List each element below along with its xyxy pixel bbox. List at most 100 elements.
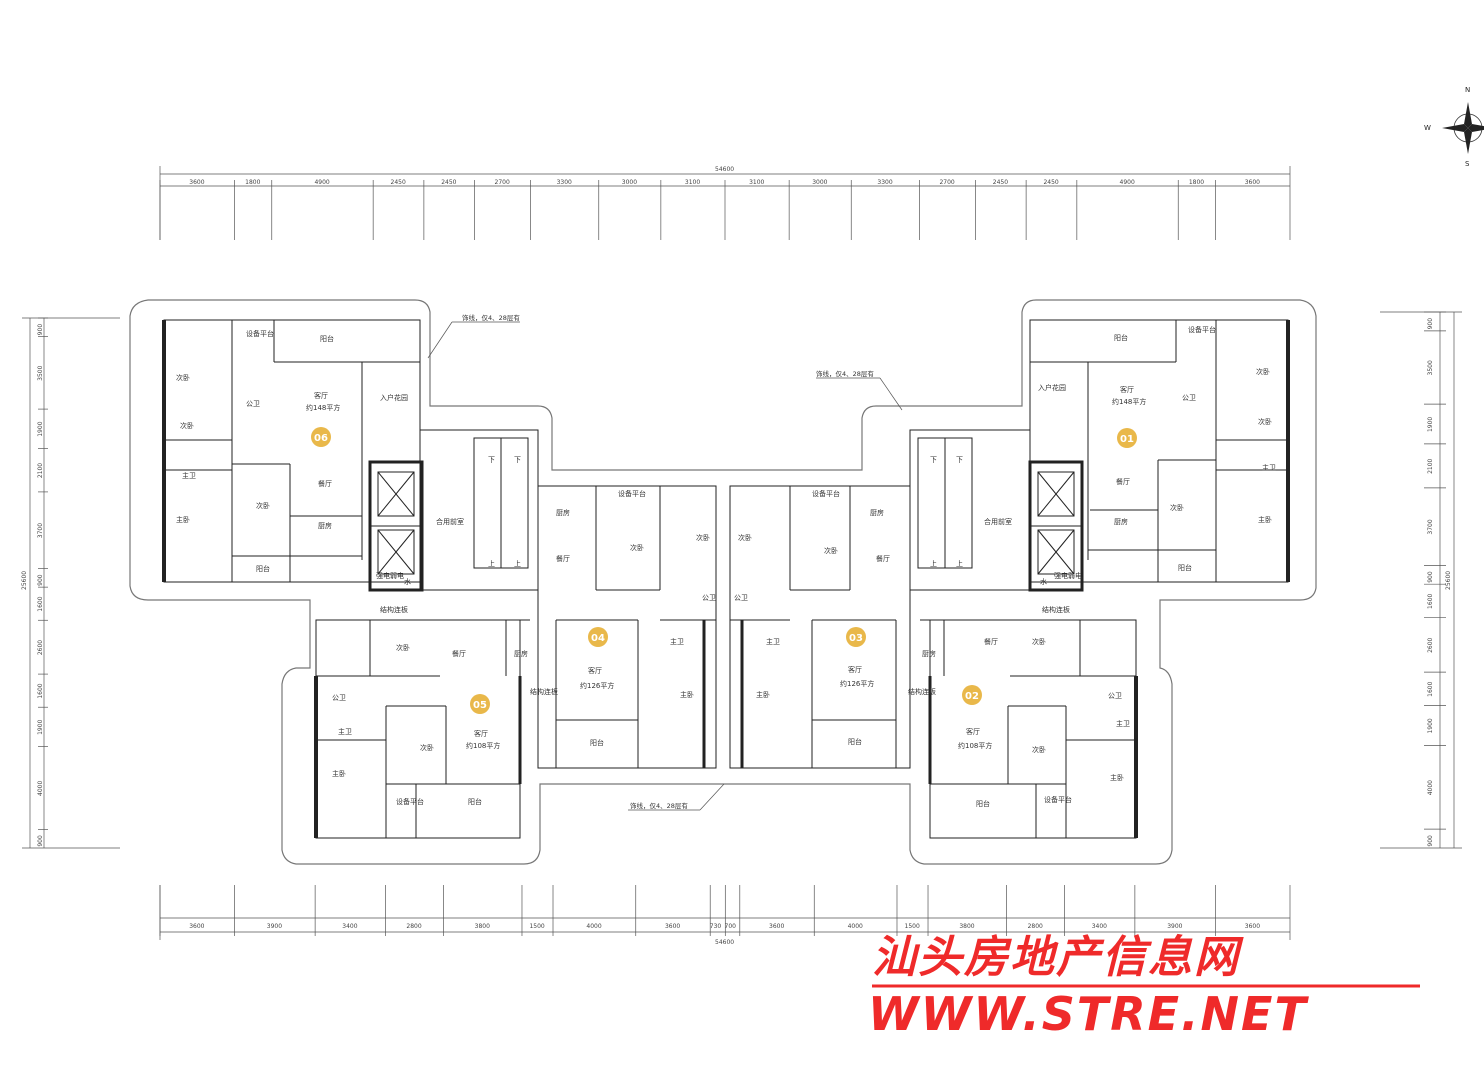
dimension-label: 3600 — [769, 923, 784, 930]
room-master-bedroom: 主卧 — [1258, 515, 1272, 524]
dimension-label: 4000 — [586, 923, 601, 930]
compass-n: N — [1465, 86, 1470, 94]
right-dimension-labels: 9003500190021003700900160026001600190040… — [1424, 311, 1446, 847]
dimension-label: 1600 — [1427, 681, 1434, 696]
room-balcony: 阳台 — [468, 797, 482, 806]
unit-area: 约126平方 — [580, 681, 614, 690]
unit-badge — [588, 627, 608, 647]
unit-badge — [962, 685, 982, 705]
living-room-label: 客厅 — [1120, 385, 1134, 394]
dimension-label: 3400 — [342, 923, 357, 930]
dimension-label: 2100 — [1427, 458, 1434, 473]
room-master-bath: 主卫 — [1262, 463, 1276, 472]
dimension-label: 900 — [37, 324, 44, 336]
dimension-label: 1600 — [1427, 593, 1434, 608]
room-balcony: 阳台 — [590, 738, 604, 747]
living-room-label: 客厅 — [314, 391, 328, 400]
stair-down: 下 — [514, 456, 521, 464]
living-room-label: 客厅 — [966, 727, 980, 736]
dimension-label: 1900 — [37, 719, 44, 734]
dimension-label: 1500 — [905, 923, 920, 930]
room-secondary-bedroom: 次卧 — [1256, 367, 1270, 376]
decor-note-top-left: 饰线，仅4、28层有 — [462, 313, 520, 322]
room-secondary-bedroom: 次卧 — [1032, 637, 1046, 646]
stair-up: 上 — [956, 559, 963, 568]
room-water: 水 — [404, 577, 411, 586]
room-balcony: 阳台 — [1114, 333, 1128, 342]
watermark-en: WWW.STRE.NET — [868, 987, 1309, 1041]
room-master-bath: 主卫 — [338, 727, 352, 736]
right-total-dimension: 25600 — [1445, 571, 1452, 590]
room-kitchen: 厨房 — [1114, 517, 1128, 526]
dimension-label: 2450 — [391, 179, 406, 186]
room-master-bedroom: 主卧 — [1110, 773, 1124, 782]
dimension-label: 1900 — [1427, 718, 1434, 733]
room-kitchen: 厨房 — [556, 508, 570, 517]
living-room-label: 客厅 — [588, 666, 602, 675]
room-balcony: 阳台 — [848, 737, 862, 746]
unit-area: 约148平方 — [306, 403, 340, 412]
dimension-label: 3500 — [1427, 360, 1434, 375]
room-public-bath: 公卫 — [246, 400, 260, 408]
dimension-label: 900 — [1427, 835, 1434, 847]
unit-01-label: 01 客厅 约148平方 — [1112, 385, 1146, 448]
unit-01-walls — [1029, 319, 1290, 583]
dimension-label: 3000 — [812, 179, 827, 186]
unit-06-label: 06 客厅 约148平方 — [306, 391, 340, 447]
room-dining: 餐厅 — [984, 637, 998, 646]
dimension-label: 4000 — [848, 923, 863, 930]
unit-06-walls — [162, 319, 421, 583]
dimension-label: 2100 — [37, 463, 44, 478]
room-master-bath: 主卫 — [670, 637, 684, 646]
room-dining: 餐厅 — [318, 479, 332, 488]
right-dimension-chain — [1380, 311, 1462, 849]
room-entry-garden: 入户花园 — [1038, 383, 1066, 392]
room-balcony: 阳台 — [1178, 563, 1192, 572]
room-structural-slab: 结构连板 — [530, 687, 558, 696]
dimension-label: 3800 — [959, 923, 974, 930]
unit-area: 约108平方 — [958, 741, 992, 750]
stair-up: 上 — [930, 559, 937, 568]
building-outline — [129, 299, 1317, 865]
room-secondary-bedroom: 次卧 — [1258, 417, 1272, 426]
room-master-bedroom: 主卧 — [332, 769, 346, 778]
unit-badge — [470, 694, 490, 714]
dimension-label: 3600 — [189, 179, 204, 186]
room-public-bath: 公卫 — [332, 694, 346, 702]
room-secondary-bedroom: 次卧 — [180, 421, 194, 430]
room-public-bath: 公卫 — [702, 594, 716, 602]
unit-number: 02 — [965, 691, 979, 702]
dimension-label: 1500 — [529, 923, 544, 930]
unit-badge — [311, 427, 331, 447]
dimension-label: 3700 — [1427, 519, 1434, 534]
living-room-label: 客厅 — [474, 729, 488, 738]
dimension-label: 1800 — [1189, 179, 1204, 186]
decor-note-top-right: 饰线，仅4、28层有 — [816, 369, 874, 378]
room-secondary-bedroom: 次卧 — [1170, 503, 1184, 512]
room-public-bath: 公卫 — [1182, 394, 1196, 402]
dimension-label: 3700 — [37, 523, 44, 538]
room-equipment: 设备平台 — [812, 489, 840, 498]
room-secondary-bedroom: 次卧 — [420, 743, 434, 752]
unit-05-walls — [314, 619, 522, 839]
dimension-label: 3100 — [749, 179, 764, 186]
dimension-label: 1600 — [37, 596, 44, 611]
dimension-label: 3000 — [622, 179, 637, 186]
watermark: 汕头房地产信息网 WWW.STRE.NET — [868, 932, 1420, 1041]
unit-number: 01 — [1120, 434, 1134, 445]
decor-leaders — [427, 321, 903, 811]
room-secondary-bedroom: 次卧 — [256, 501, 270, 510]
room-master-bath: 主卫 — [182, 471, 196, 480]
unit-04-label: 04 客厅 约126平方 — [580, 627, 614, 690]
room-structural-slab: 结构连板 — [380, 605, 408, 614]
dimension-label: 2600 — [1427, 637, 1434, 652]
room-structural-slab: 结构连板 — [1042, 605, 1070, 614]
room-secondary-bedroom: 次卧 — [824, 546, 838, 555]
room-kitchen: 厨房 — [870, 508, 884, 517]
room-master-bedroom: 主卧 — [176, 515, 190, 524]
left-total-dimension: 25600 — [21, 571, 28, 590]
room-balcony: 阳台 — [976, 799, 990, 808]
room-kitchen: 厨房 — [922, 649, 936, 658]
dimension-label: 2450 — [1043, 179, 1058, 186]
